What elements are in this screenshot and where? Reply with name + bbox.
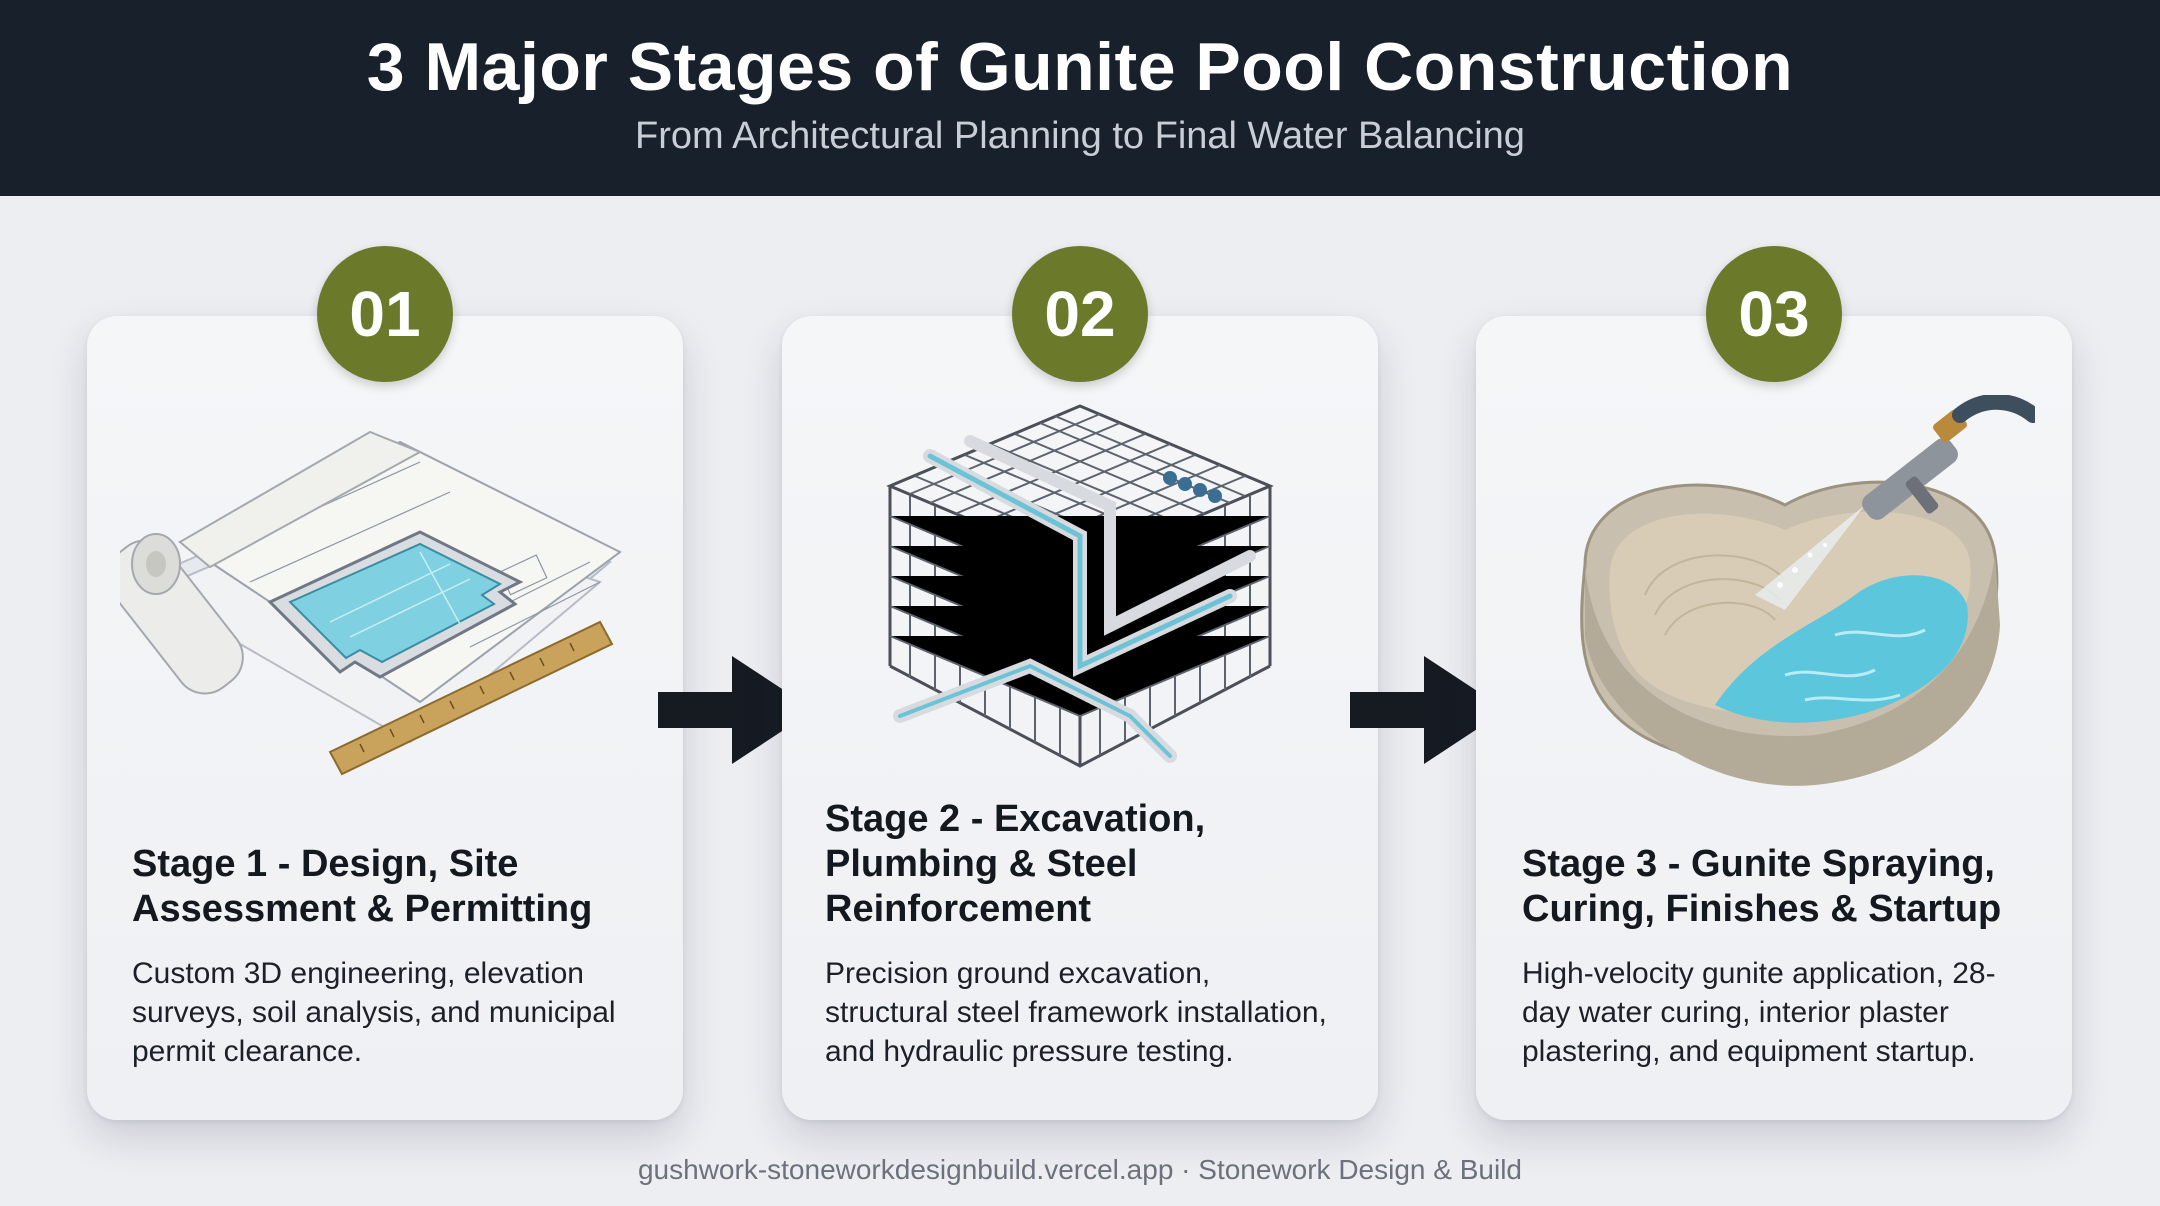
stage-number-badge-1: 01 <box>317 246 453 382</box>
page-subtitle: From Architectural Planning to Final Wat… <box>635 115 1525 157</box>
stage-title-1: Stage 1 - Design, Site Assessment & Perm… <box>132 843 593 930</box>
stage-title-2: Stage 2 - Excavation, Plumbing & Steel R… <box>825 798 1206 930</box>
header-banner: 3 Major Stages of Gunite Pool Constructi… <box>0 0 2160 196</box>
page-title: 3 Major Stages of Gunite Pool Constructi… <box>366 29 1794 105</box>
rebar-plumbing-icon <box>886 404 1274 768</box>
stage-title-3: Stage 3 - Gunite Spraying, Curing, Finis… <box>1522 843 2002 930</box>
stage-description-3: High-velocity gunite application, 28-day… <box>1522 957 1996 1068</box>
stage-number-badge-3: 03 <box>1706 246 1842 382</box>
gunite-spray-icon <box>1580 395 2035 786</box>
footer-credit: gushwork-stoneworkdesignbuild.vercel.app… <box>637 1154 1522 1185</box>
blueprint-icon <box>120 430 622 776</box>
arrow-right-icon <box>1350 656 1506 764</box>
stage-description-1: Custom 3D engineering, elevation surveys… <box>132 957 616 1068</box>
arrow-right-icon <box>658 656 814 764</box>
stage-number-badge-2: 02 <box>1012 246 1148 382</box>
stage-description-2: Precision ground excavation, structural … <box>825 957 1327 1068</box>
